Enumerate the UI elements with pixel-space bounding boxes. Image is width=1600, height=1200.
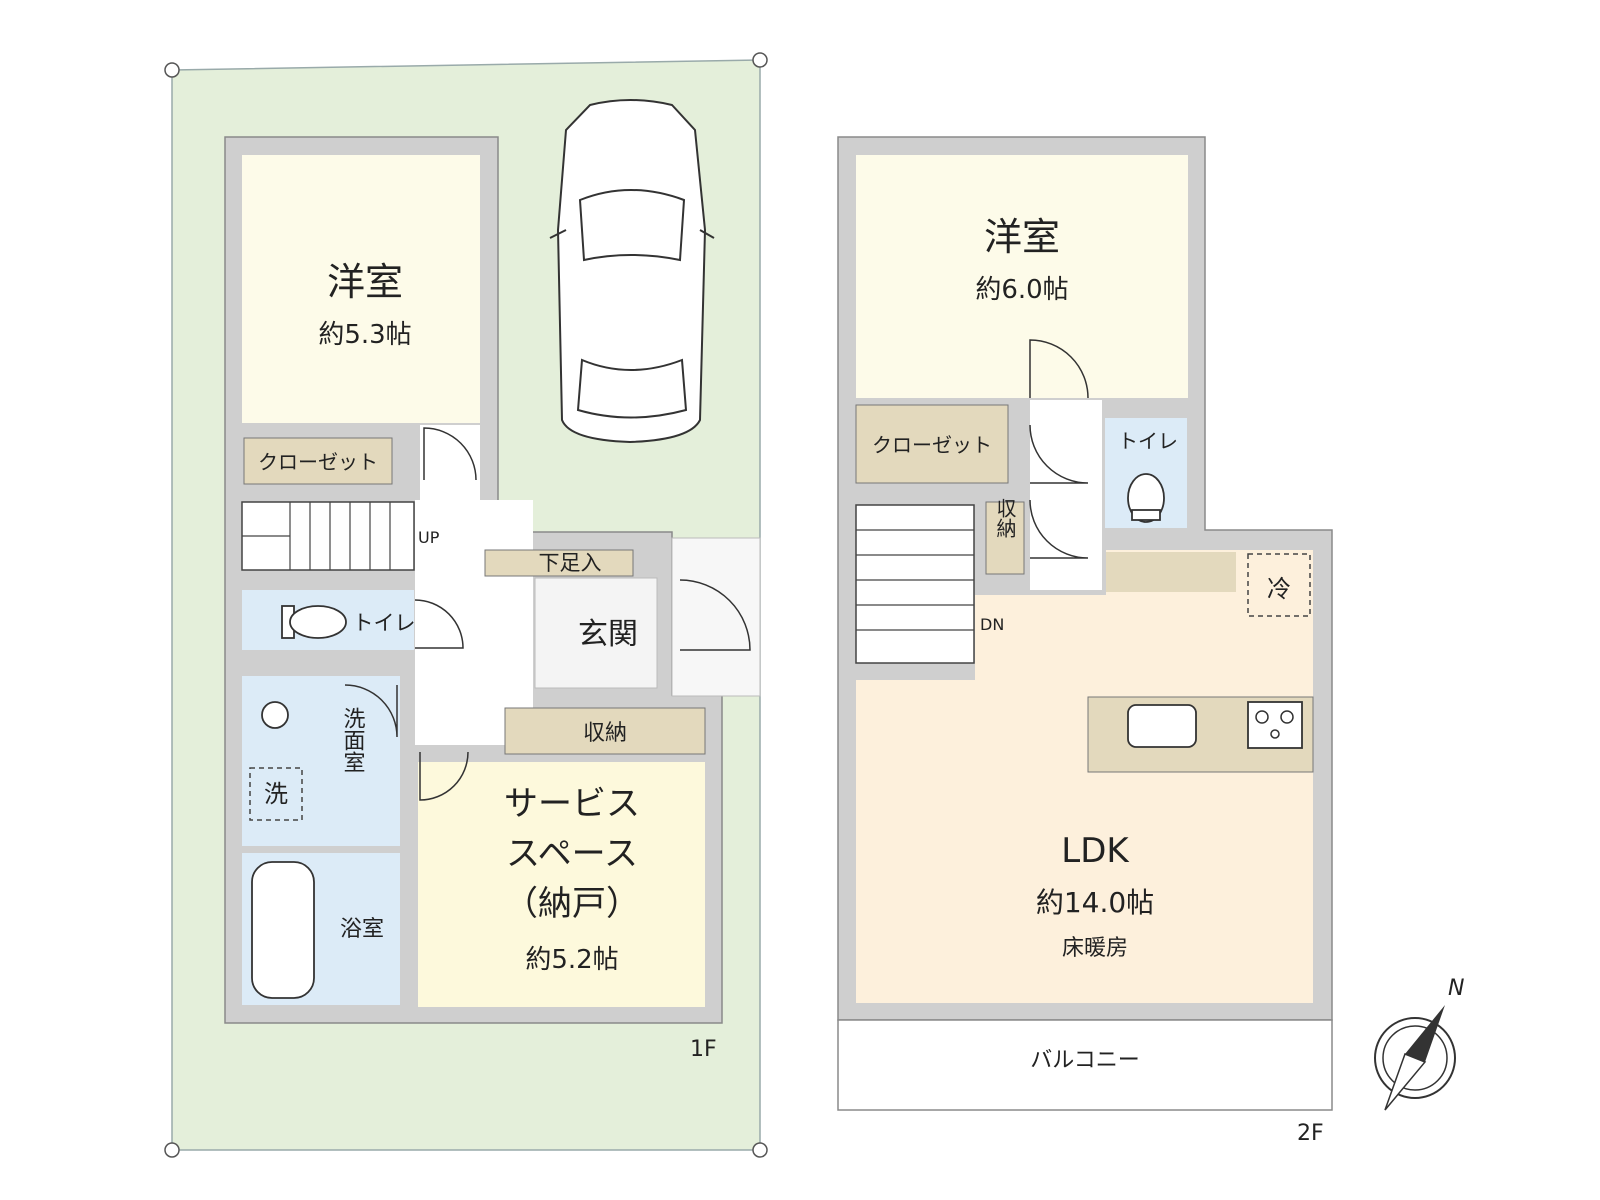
toilet-icon (281, 605, 347, 639)
fridge-space (1247, 553, 1311, 617)
closet-1f-label: クローゼット (258, 450, 378, 474)
bedroom-2f-size: 約6.0帖 (975, 275, 1068, 305)
car-icon (549, 99, 715, 444)
bedroom-2f-floor (856, 155, 1188, 398)
washroom-label: 洗面室 (340, 707, 366, 773)
service-space-floor (418, 762, 705, 1007)
floor2: 洋室 約6.0帖 クローゼット トイレ 収納 DN 冷 LDK 約14.0帖 床… (837, 136, 1333, 1146)
stairs-2f (855, 504, 975, 664)
ldk-size: 約14.0帖 (1036, 886, 1154, 919)
bedroom-floor (242, 155, 480, 423)
balcony-floor (837, 1019, 1333, 1111)
corridor-floor (415, 500, 533, 745)
ldk-note: 床暖房 (1062, 936, 1128, 961)
service-space-size: 約5.2帖 (525, 945, 618, 975)
storage-1f-label: 収納 (583, 721, 627, 746)
door-swings (344, 427, 751, 801)
service-space-line2: スペース (506, 834, 638, 874)
floor1-label: 1F (690, 1037, 717, 1062)
storage-2f-floor (985, 501, 1025, 575)
stove-icon (1247, 701, 1303, 749)
bedroom-2f-name: 洋室 (984, 215, 1060, 259)
porch-floor (671, 537, 761, 697)
toilet-2f-icon (1127, 473, 1165, 523)
lot-corner-marker (164, 62, 180, 78)
sink-icon (261, 701, 289, 729)
lot-corner-marker (752, 1142, 768, 1158)
compass-icon: N (1374, 976, 1464, 1111)
stair-treads-2f (856, 529, 974, 631)
bathroom-label: 浴室 (340, 917, 384, 942)
closet-2f-floor (855, 404, 1009, 484)
kitchen-sink-icon (1127, 704, 1197, 748)
storage-floor (504, 707, 706, 755)
bedroom-1f-size: 約5.3帖 (318, 320, 411, 350)
compass-north-label: N (1448, 976, 1464, 1001)
stair-treads (242, 502, 391, 570)
washer-label: 洗 (264, 780, 288, 808)
closet-floor (243, 437, 393, 485)
door-swings-2f (1029, 339, 1089, 559)
bathtub-icon (251, 861, 315, 999)
ldk-name: LDK (1061, 831, 1130, 871)
closet-2f-label: クローゼット (872, 433, 992, 457)
entrance-floor (534, 577, 658, 689)
lot-corner-marker (164, 1142, 180, 1158)
toilet-2f-label: トイレ (1118, 429, 1178, 453)
lot-corner-marker (752, 52, 768, 68)
floor2-label: 2F (1297, 1121, 1324, 1146)
washer-space (249, 767, 303, 821)
bedroom-1f-name: 洋室 (327, 260, 403, 304)
shoe-storage-label: 下足入 (539, 551, 602, 575)
storage-2f-label: 収納 (993, 498, 1017, 538)
floor1: 洋室 約5.3帖 クローゼット UP 下足入 トイレ 玄関 収納 洗面室 洗 浴… (164, 52, 768, 1158)
service-space-line1: サービス (504, 784, 640, 824)
toilet-1f-label: トイレ (353, 611, 416, 635)
counter-top (1106, 552, 1236, 592)
fridge-label: 冷 (1267, 575, 1291, 603)
hall-2f-floor (1030, 400, 1102, 590)
balcony-label: バルコニー (1030, 1048, 1140, 1073)
stairs-down-label: DN (980, 615, 1004, 634)
washroom-floor (242, 676, 400, 846)
stairs-up-label: UP (418, 528, 440, 547)
shoe-storage-floor (484, 549, 634, 577)
ldk-floor (856, 550, 1313, 1003)
service-space-line3: （納戸） (504, 884, 640, 924)
entrance-label: 玄関 (578, 617, 638, 652)
